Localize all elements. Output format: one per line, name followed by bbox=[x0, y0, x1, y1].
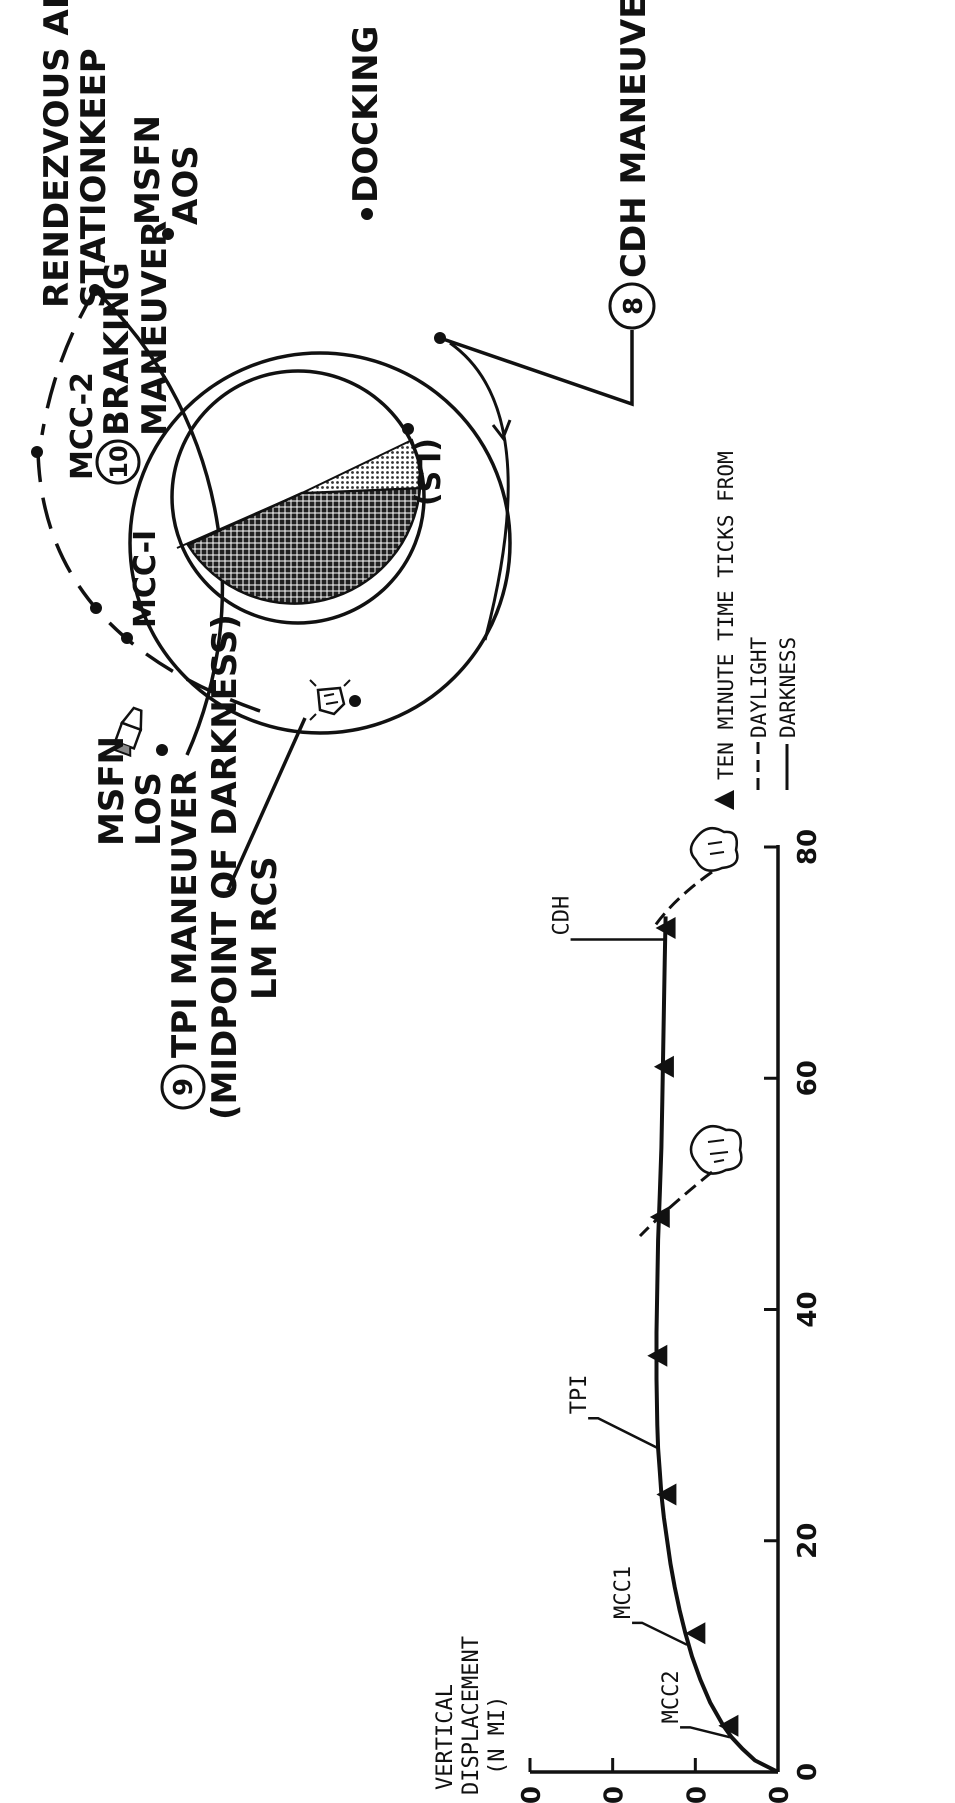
plot-marks: 0 20 40 60 80 0 10 20 30 MCC2 MCC1 TPI CDH bbox=[517, 829, 823, 1803]
trajectory-line bbox=[654, 916, 779, 1774]
braking-label-2: MANEUVER bbox=[135, 221, 175, 436]
mcc2-label: MCC-2 bbox=[65, 372, 100, 480]
x-tick-label: 60 bbox=[793, 1060, 823, 1096]
outer-orbit-solid bbox=[93, 288, 225, 756]
annotation-label: MCC1 bbox=[611, 1566, 636, 1619]
moon-dark-region bbox=[186, 486, 422, 605]
y-tick-label: 0 bbox=[765, 1786, 795, 1803]
cdh-maneuver-label: CDH MANEUVER bbox=[614, 0, 654, 278]
lm-debris-icon bbox=[689, 1124, 743, 1175]
plot-ylabel-1: VERTICAL bbox=[433, 1684, 458, 1790]
tpi-label-1: TPI MANEUVER bbox=[165, 770, 205, 1058]
legend-ticks-text: TEN MINUTE TIME TICKS FROM bbox=[714, 451, 738, 780]
time-tick-marker bbox=[649, 1206, 670, 1228]
mcc1-label: MCC-I bbox=[128, 530, 163, 628]
annotation-label: CDH bbox=[550, 896, 575, 936]
x-tick-label: 40 bbox=[793, 1291, 823, 1327]
annotation-leader bbox=[588, 1417, 659, 1450]
mcc2-dot bbox=[31, 446, 43, 458]
plot-dashed-link-1 bbox=[638, 1170, 713, 1238]
coast-arrow bbox=[449, 341, 510, 641]
annotation-label: MCC2 bbox=[659, 1670, 684, 1723]
time-tick-marker bbox=[653, 1055, 674, 1078]
coast-arrowhead bbox=[491, 419, 512, 442]
legend-darkness-text: DARKNESS bbox=[776, 637, 800, 738]
tpi-leader bbox=[226, 717, 307, 891]
legend: TEN MINUTE TIME TICKS FROM DAYLIGHT DARK… bbox=[714, 451, 800, 810]
time-tick-marker bbox=[718, 1714, 739, 1737]
braking-number: 10 bbox=[105, 445, 133, 478]
y-tick-label: 30 bbox=[517, 1786, 547, 1803]
plot-ylabel-2: DISPLACEMENT bbox=[459, 1636, 484, 1795]
mcc1-dot-b bbox=[121, 632, 133, 644]
ls-dot bbox=[402, 423, 414, 435]
lm-spacecraft-icon bbox=[309, 679, 351, 721]
rendezvous-dot bbox=[89, 284, 101, 296]
msfn-aos-label-1: MSFN bbox=[128, 115, 168, 225]
plot-ylabel-3: (N MI) bbox=[485, 1696, 510, 1775]
docking-label: DOCKING bbox=[346, 26, 386, 203]
plot-dashed-link-2 bbox=[650, 870, 713, 931]
x-tick-label: 20 bbox=[793, 1523, 823, 1559]
tpi-dot bbox=[349, 695, 361, 707]
time-tick-marker bbox=[647, 1344, 668, 1367]
mcc1-dot-a bbox=[90, 602, 102, 614]
csm-debris-icon bbox=[689, 826, 739, 872]
annotation-leader bbox=[680, 1726, 731, 1739]
time-tick-marker bbox=[685, 1622, 706, 1645]
ls-label: (LS) bbox=[410, 438, 445, 506]
tpi-label-2: (MIDPOINT OF DARKNESS) bbox=[205, 614, 245, 1120]
tpi-number-circle bbox=[160, 1064, 206, 1110]
legend-daylight-text: DAYLIGHT bbox=[747, 636, 771, 738]
rendezvous-label-2: STATIONKEEP bbox=[74, 48, 114, 308]
annotation-leader bbox=[632, 1621, 688, 1646]
inner-orbit bbox=[128, 351, 512, 735]
braking-number-circle bbox=[95, 439, 141, 485]
docking-dot bbox=[361, 208, 373, 220]
cdh-leader bbox=[439, 330, 634, 407]
cdh-number: 8 bbox=[619, 297, 649, 315]
time-tick-marker bbox=[655, 916, 676, 939]
orbit-diagram: RENDEZVOUS AND STATIONKEEP DOCKING MSFN … bbox=[31, 0, 656, 1120]
msfn-los-label-2: LOS bbox=[129, 772, 169, 846]
msfn-los-dot bbox=[156, 744, 168, 756]
cdh-number-circle bbox=[608, 282, 656, 330]
msfn-aos-label-2: AOS bbox=[166, 145, 206, 225]
tpi-label-3: LM RCS bbox=[245, 856, 285, 1000]
moon bbox=[170, 369, 426, 625]
x-tick-label: 80 bbox=[793, 829, 823, 865]
tpi-number: 9 bbox=[169, 1078, 199, 1096]
outer-orbit-dashed bbox=[40, 289, 97, 436]
msfn-los-label-1: MSFN bbox=[92, 736, 132, 846]
msfn-aos-dot bbox=[162, 228, 174, 240]
legend-tick-triangle-icon bbox=[714, 790, 734, 810]
y-tick-label: 20 bbox=[600, 1786, 630, 1803]
csm-spacecraft-icon bbox=[111, 706, 143, 758]
x-tick-label: 0 bbox=[793, 1763, 823, 1781]
rendezvous-label-1: RENDEZVOUS AND bbox=[37, 0, 77, 308]
y-tick-label: 10 bbox=[682, 1786, 712, 1803]
vertical-displacement-plot: VERTICAL DISPLACEMENT (N MI) 0 20 40 60 80 0 1… bbox=[433, 826, 823, 1803]
time-tick-marker bbox=[656, 1483, 677, 1506]
braking-label-1: BRAKING bbox=[97, 262, 137, 436]
annotation-label: TPI bbox=[567, 1375, 592, 1415]
